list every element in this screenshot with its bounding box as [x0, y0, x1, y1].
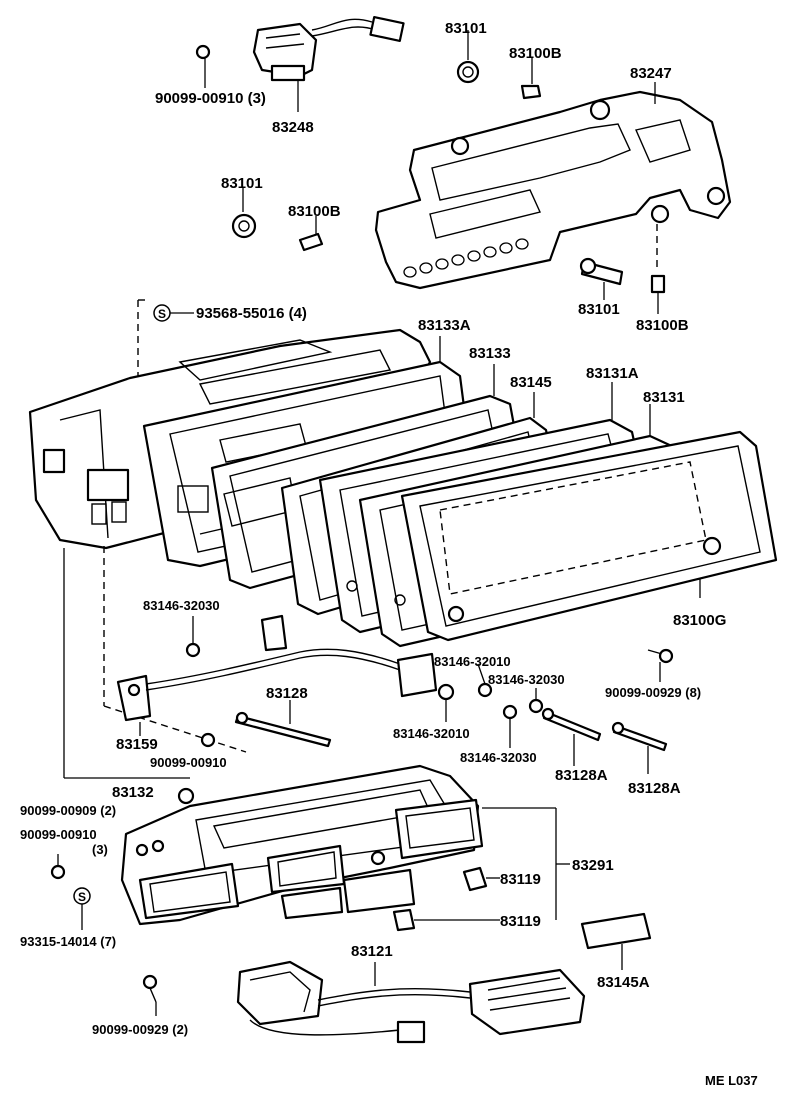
- label-83100b-top: 83100B: [509, 45, 562, 62]
- screw-90099-00909: [177, 787, 195, 805]
- lamp-83119-lower: [392, 908, 500, 932]
- label-83101-mid: 83101: [221, 175, 263, 192]
- screw-90099-00910: [195, 44, 211, 88]
- label-83119-lower: 83119: [500, 913, 541, 930]
- label-83145: 83145: [510, 374, 552, 391]
- diagram-code: ME L037: [705, 1073, 758, 1088]
- label-83145a: 83145A: [597, 974, 650, 991]
- label-90099-00929-2: 90099-00929 (2): [92, 1022, 188, 1037]
- label-90099-00909-2: 90099-00909 (2): [20, 803, 116, 818]
- printed-circuit-83247: [374, 82, 732, 290]
- label-90099-00910-mid: 90099-00910: [150, 755, 227, 770]
- label-83146-32010-b: 83146-32010: [393, 726, 470, 741]
- label-83247: 83247: [630, 65, 672, 82]
- cover-83145a: [580, 912, 652, 970]
- label-93568-55016: 93568-55016 (4): [196, 305, 307, 322]
- screw-90099-00910-mid: [200, 732, 216, 748]
- screw-90099-00929-right: [647, 648, 674, 682]
- label-83146-32010-a: 83146-32010: [434, 654, 511, 669]
- screw-symbol-s: S: [158, 307, 166, 321]
- nut-83146-32010-b: [477, 663, 493, 698]
- bolt-83128a-left: [541, 707, 602, 766]
- bulb-83100b-mid: [298, 216, 324, 252]
- label-83119-upper: 83119: [500, 871, 541, 888]
- part-labels: 90099-00910 (3) 83248 83101 83100B 83247…: [20, 20, 758, 1088]
- screw-90099-00929-lower: [142, 974, 158, 1016]
- label-83128a-left: 83128A: [555, 767, 608, 784]
- meter-assembly-83291: [120, 764, 570, 926]
- screw-93315-14014: S: [73, 887, 91, 930]
- label-83101-top: 83101: [445, 20, 487, 37]
- bolt-83128: [234, 700, 332, 748]
- label-90099-00929-8: 90099-00929 (8): [605, 685, 701, 700]
- bulb-socket-83101-top: [456, 30, 480, 84]
- harness-83121: [236, 960, 586, 1044]
- label-83133: 83133: [469, 345, 511, 362]
- label-90099-00910-lower: 90099-00910: [20, 827, 97, 842]
- switch-83248: [252, 15, 405, 112]
- label-83133a: 83133A: [418, 317, 471, 334]
- label-83146-32030-c: 83146-32030: [460, 750, 537, 765]
- screw-90099-00910-lower: [50, 854, 66, 880]
- screw-93568-55016: S: [137, 299, 194, 378]
- nut-83146-32010-a: [437, 683, 455, 722]
- label-83146-32030-upper: 83146-32030: [143, 598, 220, 613]
- label-83100b-mid: 83100B: [288, 203, 341, 220]
- label-83100b-right: 83100B: [636, 317, 689, 334]
- bulb-83100b-right: [650, 274, 666, 314]
- bulb-socket-83101-mid: [231, 188, 257, 239]
- nut-83146-32030-b: [528, 688, 544, 714]
- bolt-83128a-right: [611, 721, 668, 774]
- label-93315-14014: 93315-14014 (7): [20, 934, 116, 949]
- label-83100g: 83100G: [673, 612, 726, 629]
- screw-symbol-s-lower: S: [78, 890, 86, 904]
- nut-83146-32030-upper: [185, 616, 201, 658]
- label-83131: 83131: [643, 389, 685, 406]
- label-83146-32030-b: 83146-32030: [488, 672, 565, 687]
- label-83128: 83128: [266, 685, 308, 702]
- label-83101-right: 83101: [578, 301, 620, 318]
- label-83291: 83291: [572, 857, 614, 874]
- label-83131a: 83131A: [586, 365, 639, 382]
- label-83128a-right: 83128A: [628, 780, 681, 797]
- wire-harness-83159: [116, 614, 438, 736]
- nut-83146-32030-c: [502, 704, 518, 748]
- glass-83100g: [400, 430, 778, 642]
- label-83159: 83159: [116, 736, 158, 753]
- lamp-83119-upper: [462, 866, 500, 892]
- label-qty-3: (3): [92, 842, 108, 857]
- bulb-83100b-top: [520, 58, 542, 100]
- label-90099-00910-3: 90099-00910 (3): [155, 90, 266, 107]
- label-83121: 83121: [351, 943, 393, 960]
- label-83248: 83248: [272, 119, 314, 136]
- bulb-socket-83101-right: [579, 257, 624, 300]
- label-83132: 83132: [112, 784, 154, 801]
